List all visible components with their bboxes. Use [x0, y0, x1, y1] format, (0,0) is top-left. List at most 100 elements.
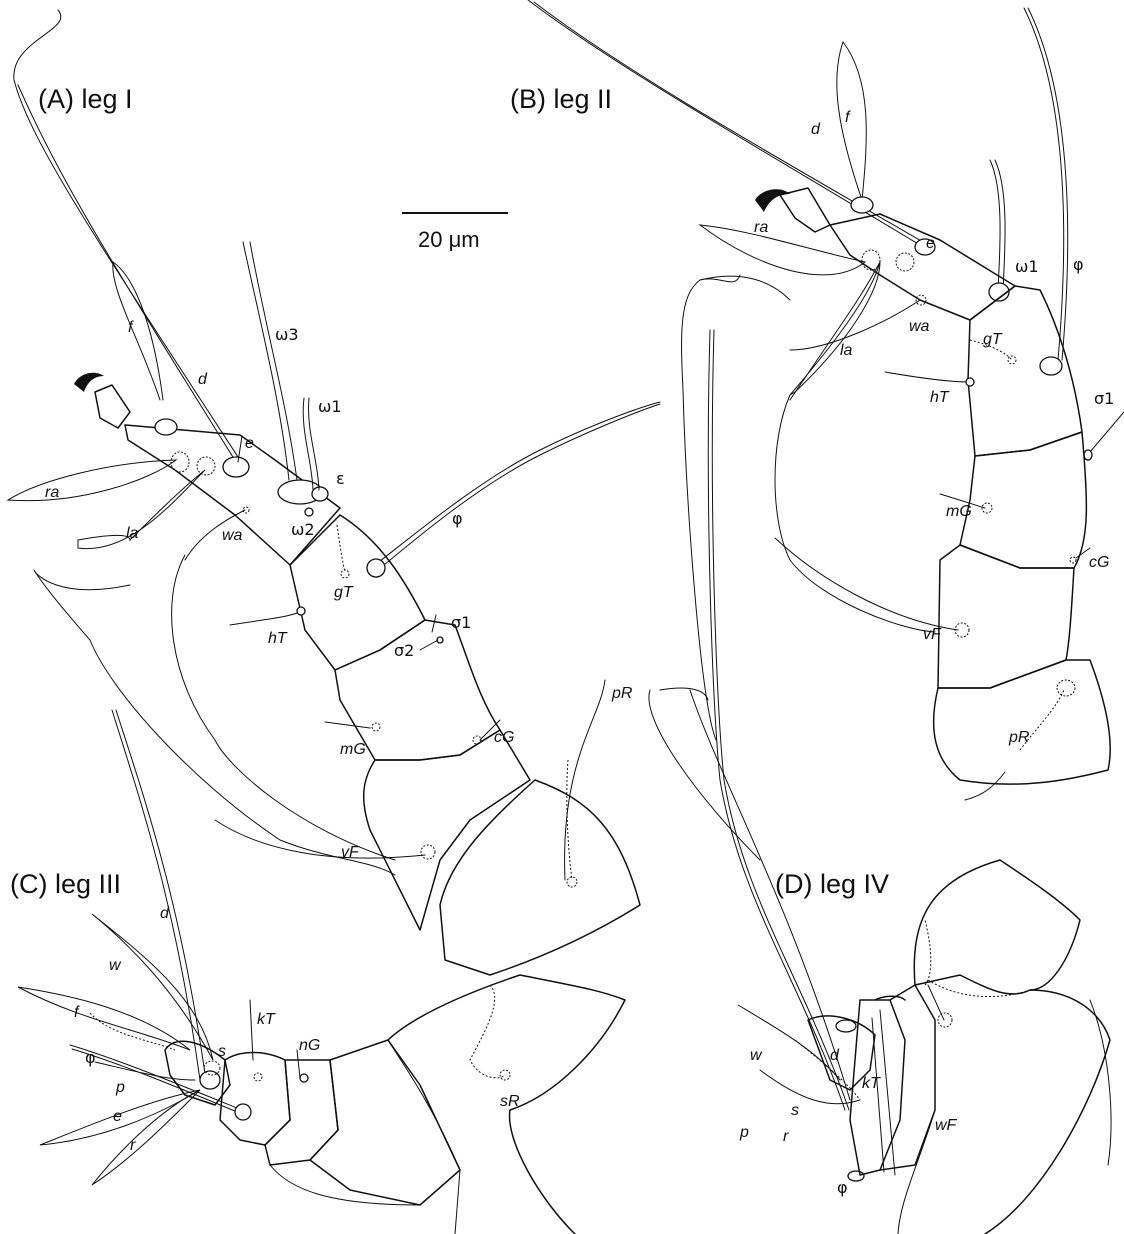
panel-a-label-s1: σ1: [451, 613, 471, 632]
panel-c-label-phi: φ: [85, 1048, 96, 1067]
panel-c-seta-phi: [69, 1044, 243, 1111]
panel-d-label-r: r: [783, 1128, 789, 1145]
panel-c-label-w: w: [109, 957, 122, 974]
panel-d-label-d: d: [830, 1047, 840, 1064]
panel-a-label-ra: ra: [45, 484, 59, 501]
panel-b-label-e: e: [926, 235, 935, 252]
panel-b-trochanter: [932, 659, 1111, 785]
panel-c-leg-iii: (C) leg III d w f s: [10, 709, 626, 1234]
panel-c-seta-p: [94, 1061, 196, 1081]
panel-a-label-vF: vF: [341, 844, 360, 861]
panel-b-label-mG: mG: [946, 503, 972, 520]
panel-c-label-s: s: [218, 1043, 226, 1060]
panel-c-trochanter: [387, 974, 626, 1234]
panel-a-label-phi: φ: [452, 509, 463, 528]
panel-a-label-s2: σ2: [394, 641, 414, 660]
panel-b-leg-ii: (B) leg II: [510, 0, 1124, 801]
panel-b-label-la: la: [840, 342, 853, 359]
panel-c-label-p: p: [115, 1079, 125, 1096]
panel-a-seta-vF: [214, 819, 426, 859]
panel-d-femur: [914, 974, 1111, 1234]
panel-a-label-cG: cG: [494, 729, 514, 746]
panel-b-label-d: d: [811, 121, 821, 138]
panel-b-label-ra: ra: [754, 219, 768, 236]
panel-a-trochanter: [439, 779, 641, 976]
panel-a-label-la: la: [126, 525, 139, 542]
panel-c-label-nG: nG: [299, 1037, 320, 1054]
panel-c-seta-f: [17, 986, 191, 1051]
panel-a-seta-la: [77, 469, 206, 550]
panel-a-label-w1: ω1: [318, 397, 342, 416]
panel-d-seta-d: [689, 689, 851, 1101]
panel-c-seta-d: [111, 709, 201, 1081]
panel-b-seta-d: [527, 0, 929, 251]
panel-a-label-pR: pR: [611, 685, 633, 702]
panel-d-label-s: s: [791, 1102, 799, 1119]
panel-b-label-s1: σ1: [1094, 389, 1114, 408]
panel-a-genu: [334, 619, 501, 761]
panel-a-seta-phi: [374, 401, 661, 566]
panel-b-pretarsus: [779, 187, 831, 233]
panel-a-label-w3: ω3: [275, 325, 299, 344]
panel-b-seta-hT: [884, 371, 969, 383]
panel-d-genu: [879, 984, 936, 1171]
panel-a-seta-w3: [242, 241, 290, 481]
panel-a-seta-wa: [184, 509, 246, 561]
panel-b-seta-la: [789, 261, 881, 396]
panel-a-label-gT: gT: [334, 584, 354, 601]
panel-b-claw: [755, 189, 790, 212]
panel-a-claw: [74, 372, 104, 392]
panel-a-label-eps: ε: [336, 469, 345, 488]
panel-c-label-e: e: [113, 1108, 122, 1125]
panel-a-label-d: d: [198, 371, 208, 388]
panel-b-label-phi: φ: [1073, 255, 1084, 274]
panel-a-label-hT: hT: [268, 630, 288, 647]
panel-a-seta-f: [112, 261, 164, 401]
panel-b-genu: [959, 431, 1088, 569]
panel-d-seta-r: [759, 1069, 861, 1105]
panel-b-femur: [937, 544, 1075, 689]
panel-b-title: (B) leg II: [510, 84, 612, 114]
panel-d-label-phi: φ: [837, 1178, 848, 1197]
panel-d-label-kT: kT: [862, 1075, 881, 1092]
panel-a-femur: [362, 729, 531, 931]
panel-b-label-wa: wa: [909, 318, 930, 335]
panel-a-long-seta-1: [13, 9, 241, 461]
panel-b-label-gT: gT: [983, 331, 1003, 348]
panel-a-leg-i: (A) leg I: [6, 9, 661, 976]
panel-b-seta-f: [836, 40, 867, 201]
panel-a-label-e: e: [245, 435, 254, 452]
panel-c-seta-r: [91, 1089, 201, 1186]
panel-d-seta-w: [707, 329, 846, 1111]
panel-d-label-p: p: [739, 1124, 749, 1141]
panel-a-seta-pR: [564, 679, 606, 881]
panel-c-label-f: f: [74, 1004, 80, 1021]
panel-d-title: (D) leg IV: [775, 869, 889, 899]
panel-b-label-f: f: [845, 109, 851, 126]
panel-a-title: (A) leg I: [38, 84, 133, 114]
panel-b-label-vF: vF: [923, 626, 942, 643]
panel-c-label-r: r: [130, 1137, 136, 1154]
panel-a-seta-w1: [302, 397, 314, 491]
panel-b-label-cG: cG: [1089, 554, 1109, 571]
panel-a-seta-hT: [229, 611, 301, 626]
panel-a-label-wa: wa: [222, 527, 243, 544]
panel-a-seta-ra: [6, 459, 178, 502]
panel-a-label-f: f: [128, 319, 134, 336]
panel-b-label-w1: ω1: [1015, 257, 1039, 276]
panel-c-tibia: [219, 1051, 291, 1146]
scale-bar: 20 μm: [402, 212, 508, 252]
panel-b-seta-phi: [1023, 7, 1065, 361]
panel-d-leg-iv: (D) leg IV w d s kT p r wF: [648, 329, 1112, 1234]
panel-d-tibia: [849, 999, 906, 1176]
panel-a-long-seta-2: [17, 84, 237, 463]
panel-d-tarsus: [807, 1015, 876, 1091]
panel-c-label-sR: sR: [500, 1093, 520, 1110]
panel-b-tibia: [967, 285, 1083, 457]
panel-a-label-w2: ω2: [291, 520, 315, 539]
panel-b-label-hT: hT: [930, 389, 950, 406]
panel-d-label-w: w: [750, 1047, 763, 1064]
panel-a-pretarsus: [94, 384, 131, 429]
